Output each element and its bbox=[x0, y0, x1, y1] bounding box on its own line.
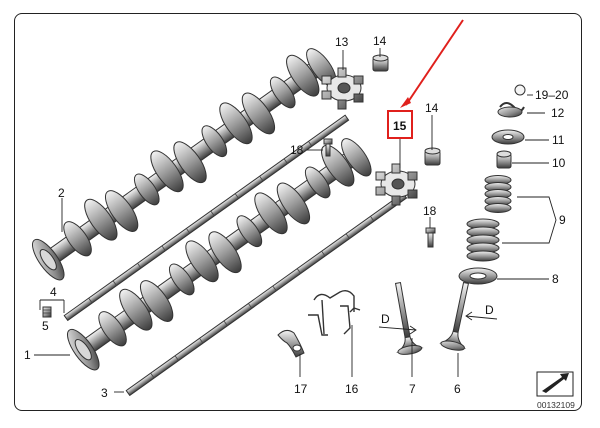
sprocket-wheel-13 bbox=[321, 67, 364, 110]
leader-lines bbox=[34, 48, 557, 393]
highlight-box bbox=[387, 110, 413, 139]
corner-arrow-icon bbox=[536, 371, 574, 397]
plug-part bbox=[42, 306, 52, 318]
callout-7: 7 bbox=[409, 382, 416, 396]
callout-14-upper: 14 bbox=[373, 34, 387, 48]
callout-3: 3 bbox=[101, 386, 108, 400]
valve-7 bbox=[394, 281, 424, 355]
spring-seat bbox=[458, 267, 498, 285]
bushing-upper bbox=[372, 54, 389, 72]
callout-13: 13 bbox=[335, 35, 349, 49]
dimension-d-right: D bbox=[485, 303, 494, 317]
callout-9: 9 bbox=[559, 213, 566, 227]
callout-14-lower: 14 bbox=[425, 101, 439, 115]
callout-1: 1 bbox=[24, 348, 31, 362]
callout-18-lower: 18 bbox=[423, 204, 437, 218]
callout-labels: 13 14 14 15 18 18 2 4 5 1 3 17 16 7 6 19… bbox=[24, 34, 569, 400]
callout-12: 12 bbox=[551, 106, 565, 120]
shaft-upper bbox=[63, 114, 350, 322]
valve-spring-lower bbox=[466, 218, 500, 262]
bolt-upper bbox=[323, 138, 333, 157]
valve-spring-retainer bbox=[491, 129, 525, 145]
valve-stem-seal bbox=[496, 150, 512, 169]
valve-6 bbox=[439, 281, 470, 351]
callout-16: 16 bbox=[345, 382, 359, 396]
chain-guide bbox=[277, 329, 305, 358]
callout-4: 4 bbox=[50, 285, 57, 299]
dimension-d-left: D bbox=[381, 312, 390, 326]
callout-18-upper: 18 bbox=[290, 143, 304, 157]
valve-retainer-clip bbox=[497, 102, 525, 118]
diagram-frame bbox=[14, 13, 582, 411]
camshaft-lower bbox=[67, 138, 372, 371]
callout-2: 2 bbox=[58, 186, 65, 200]
camshaft-upper bbox=[32, 48, 337, 281]
tensioner-bracket bbox=[308, 289, 361, 336]
callout-5: 5 bbox=[42, 319, 49, 333]
callout-10: 10 bbox=[552, 156, 566, 170]
highlight-arrowhead bbox=[400, 97, 411, 108]
callout-17: 17 bbox=[294, 382, 308, 396]
callout-15: 15 bbox=[393, 119, 407, 133]
callout-6: 6 bbox=[454, 382, 461, 396]
bolt-lower bbox=[425, 227, 436, 248]
sprocket-wheel-15 bbox=[375, 163, 418, 206]
highlight-annotation bbox=[387, 19, 464, 139]
valve-keeper bbox=[514, 84, 526, 96]
valve-spring-upper bbox=[484, 175, 512, 213]
callout-11: 11 bbox=[552, 133, 565, 147]
callout-19-20: 19–20 bbox=[535, 88, 569, 102]
highlight-arrow-line bbox=[405, 19, 464, 106]
bushing-lower bbox=[424, 147, 441, 166]
drawing-code: 00132109 bbox=[537, 400, 575, 410]
callout-8: 8 bbox=[552, 272, 559, 286]
